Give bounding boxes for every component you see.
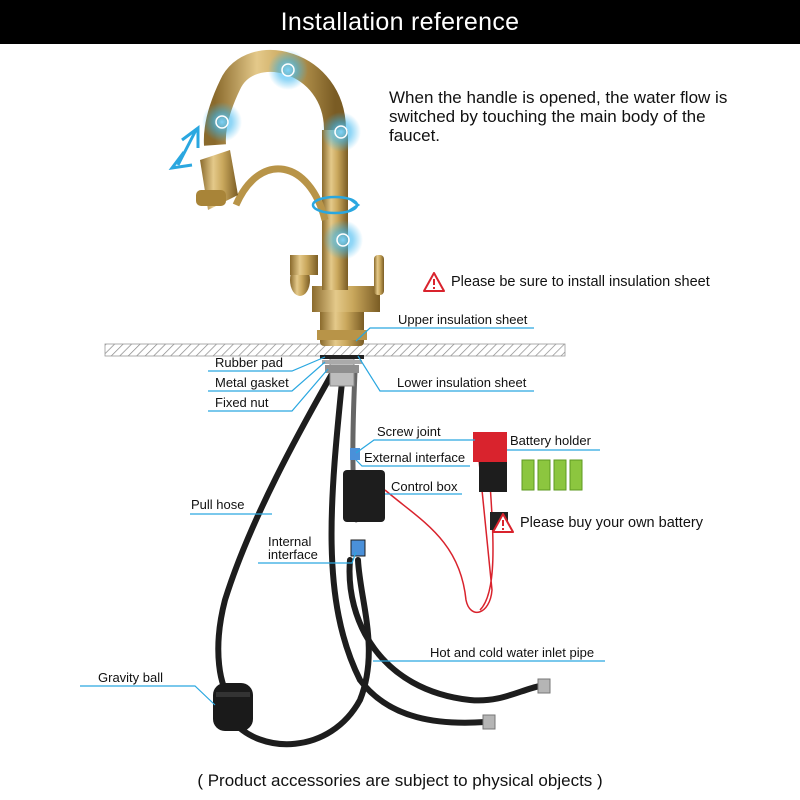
page-title: Installation reference bbox=[280, 7, 520, 36]
fixed-nut-part bbox=[325, 365, 359, 373]
label-metal-gasket: Metal gasket bbox=[215, 375, 289, 390]
touch-sensor-icon bbox=[202, 50, 363, 260]
label-screw-joint: Screw joint bbox=[377, 424, 441, 439]
label-battery-holder: Battery holder bbox=[510, 433, 591, 448]
warning-icon bbox=[423, 272, 445, 292]
title-banner: Installation reference bbox=[0, 0, 800, 44]
touch-note: When the handle is opened, the water flo… bbox=[389, 88, 728, 145]
footer-disclaimer: ( Product accessories are subject to phy… bbox=[197, 771, 603, 790]
label-pull-hose: Pull hose bbox=[191, 497, 245, 512]
label-hot-cold-pipe: Hot and cold water inlet pipe bbox=[430, 645, 595, 660]
cold-water-pipe bbox=[328, 369, 488, 726]
pullout-arrow-icon bbox=[168, 125, 200, 171]
internal-interface-part bbox=[350, 539, 366, 557]
cold-pipe-fitting bbox=[482, 714, 496, 730]
label-fixed-nut: Fixed nut bbox=[215, 395, 269, 410]
screw-joint-part bbox=[350, 448, 360, 460]
battery-icon bbox=[521, 459, 583, 491]
hot-pipe-fitting bbox=[537, 678, 551, 694]
label-internal-interface-2: interface bbox=[268, 547, 318, 562]
label-rubber-pad: Rubber pad bbox=[215, 355, 283, 370]
label-control-box: Control box bbox=[391, 479, 458, 494]
label-upper-insulation: Upper insulation sheet bbox=[398, 312, 528, 327]
gravity-ball bbox=[213, 683, 253, 731]
pull-hose-lower bbox=[229, 557, 372, 748]
control-box-part bbox=[343, 470, 385, 522]
leader-lines bbox=[80, 327, 605, 706]
warning-insulation-text: Please be sure to install insulation she… bbox=[451, 274, 710, 290]
warning-battery: Please buy your own battery bbox=[492, 513, 703, 533]
hoses bbox=[215, 369, 543, 748]
warning-icon bbox=[492, 513, 514, 533]
hot-water-pipe bbox=[346, 557, 543, 704]
battery-wire bbox=[384, 449, 494, 614]
label-internal-interface-1: Internal bbox=[268, 534, 312, 549]
label-gravity-ball: Gravity ball bbox=[98, 670, 164, 685]
label-external-interface: External interface bbox=[364, 450, 466, 465]
warning-insulation: Please be sure to install insulation she… bbox=[423, 272, 710, 292]
rotate-arrow-icon bbox=[311, 195, 361, 215]
label-lower-insulation: Lower insulation sheet bbox=[397, 375, 527, 390]
warning-battery-text: Please buy your own battery bbox=[520, 515, 703, 531]
metal-gasket-part bbox=[322, 360, 362, 364]
pull-hose bbox=[215, 369, 336, 703]
rubber-pad-part bbox=[320, 355, 364, 359]
